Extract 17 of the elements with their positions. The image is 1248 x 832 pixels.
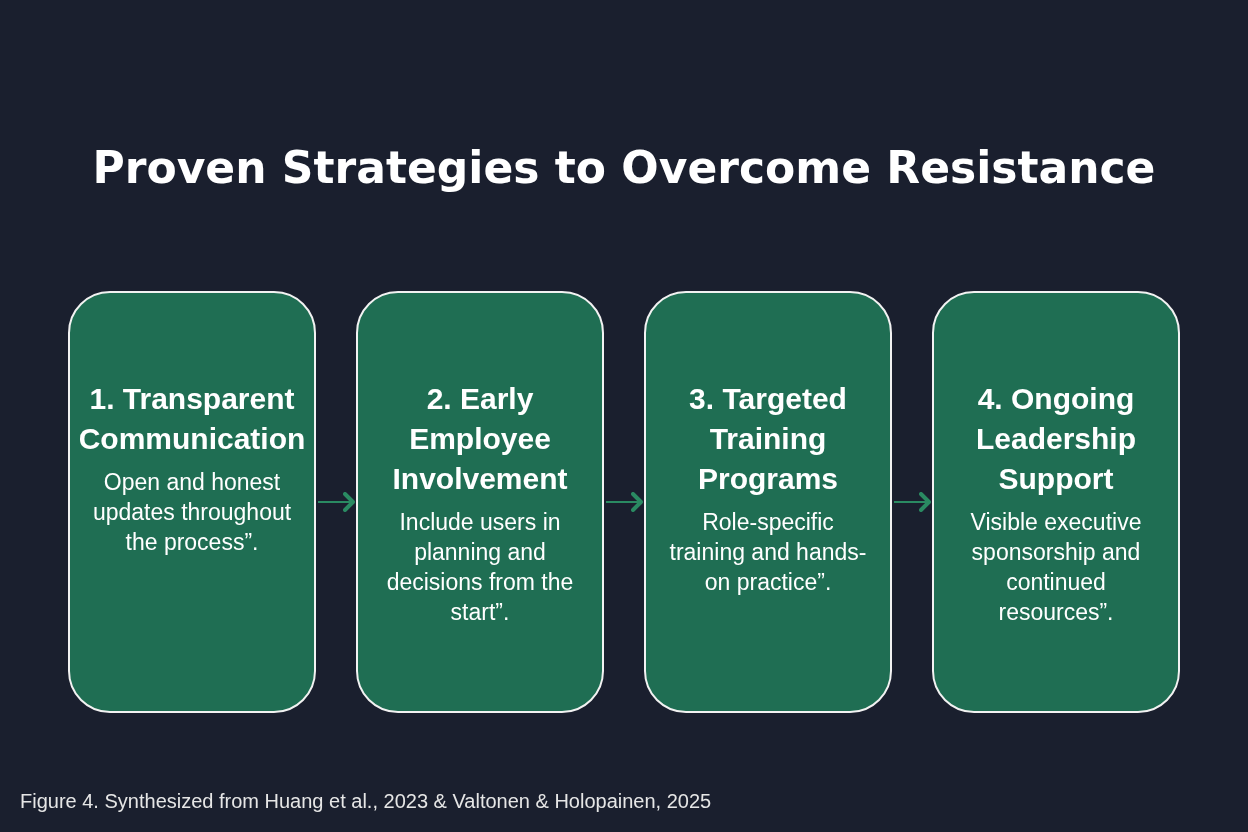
figure-caption: Figure 4. Synthesized from Huang et al., 2023 & Valtonen & Holopainen, 2025	[20, 790, 712, 813]
strategy-card	[932, 291, 1180, 713]
arrow	[605, 492, 643, 512]
strategy-card	[68, 291, 316, 713]
strategy-card	[356, 291, 604, 713]
strategy-heading: 3. Targeted Training Programs	[688, 381, 848, 497]
strategy-card	[644, 291, 892, 713]
strategy-heading: 4. Ongoing Leadership Support	[974, 381, 1138, 497]
title: Proven Strategies to Overcome Resistance	[91, 142, 1157, 193]
strategy-heading: 1. Transparent Communication	[77, 381, 307, 457]
strategy-description: Open and honest updates throughout the process”.	[92, 468, 292, 557]
strategy-description: Include users in planning and decisions from the start”.	[385, 508, 575, 627]
strategy-description: Role-specific training and hands-on practice”.	[668, 508, 868, 597]
arrow	[893, 492, 931, 512]
strategy-heading: 2. Early Employee Involvement	[391, 381, 569, 497]
strategy-description: Visible executive sponsorship and continued resources”.	[969, 508, 1143, 627]
arrow	[317, 492, 355, 512]
